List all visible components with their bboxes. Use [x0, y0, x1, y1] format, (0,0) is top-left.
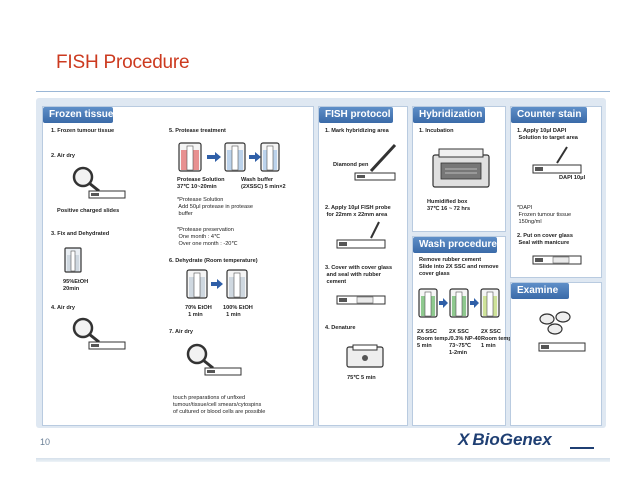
fish-protocol-header: FISH protocol: [319, 107, 393, 123]
etoh-jar-icon: [64, 247, 82, 273]
fish-step-1: 1. Mark hybridizing area: [325, 128, 389, 134]
counter-stain-section: Counter stain 1. Apply 10μl DAPI Solutio…: [510, 106, 602, 278]
positive-slides-label: Positive charged slides: [57, 208, 120, 214]
frozen-step-1: 1. Frozen tumour tissue: [51, 128, 115, 134]
denature-label: 75℃ 5 min: [347, 375, 376, 381]
protease-note: *Protease Solution Add 50μl protease in …: [177, 197, 253, 217]
counter-stain-header: Counter stain: [511, 107, 587, 123]
magnifier-slide-icon-3: [186, 343, 242, 376]
dehydrate-jars-diagram: [186, 269, 248, 299]
frozen-step-5: 5. Protease treatment: [169, 128, 226, 134]
counter-step-2: 2. Put on cover glass Seal with manicure: [517, 233, 573, 246]
dapi-pipette-icon: [532, 146, 582, 174]
procedure-panel: Frozen tissue 1. Frozen tumour tissue 2.…: [36, 98, 606, 428]
page-title: FISH Procedure: [56, 52, 190, 73]
frozen-step-2: 2. Air dry: [51, 153, 76, 159]
apply-probe-icon: [336, 221, 386, 249]
frozen-step-7: 7. Air dry: [169, 329, 194, 335]
logo-text: BioGenex: [472, 430, 552, 449]
frozen-tissue-header: Frozen tissue: [43, 107, 113, 123]
touch-preparation-note: touch preparations of unfixed tumour/tis…: [173, 395, 266, 415]
wash-jar-2-label: 2X SSC /0.3% NP-40 73~75℃ 1-2min: [449, 329, 481, 356]
counter-step-1: 1. Apply 10μl DAPI Solution to target ar…: [517, 128, 578, 141]
wash-buffer-label: Wash buffer (2XSSC) 5 min×2: [241, 177, 286, 190]
wash-procedure-header: Wash procedure: [413, 237, 497, 253]
sealed-slide-icon: [532, 255, 582, 265]
magnifier-slide-icon-2: [72, 317, 126, 350]
wash-jar-1-label: 2X SSC Room temp. 5 min: [417, 329, 450, 349]
fish-step-2: 2. Apply 10μl FISH probe for 22mm x 22mm…: [325, 205, 391, 218]
frozen-step-4: 4. Air dry: [51, 305, 76, 311]
hybridization-section: Hybridization 1. Incubation Humidified b…: [412, 106, 506, 232]
footer-divider: [36, 458, 610, 462]
microscope-objective-icon: [538, 311, 586, 352]
page-number: 10: [40, 437, 51, 447]
frozen-tissue-section: Frozen tissue 1. Frozen tumour tissue 2.…: [42, 106, 314, 426]
logo-mark: X: [458, 430, 470, 449]
frozen-step-3: 3. Fix and Dehydrated: [51, 231, 110, 237]
denature-block-icon: [346, 344, 384, 368]
diamond-pen-label: Diamond pen: [333, 162, 369, 168]
wash-jars-diagram: [418, 288, 500, 318]
etoh-100-label: 100% EtOH 1 min: [223, 305, 253, 318]
examine-header: Examine: [511, 283, 569, 299]
dapi-note: *DAPI Frozen tumour tissue 150ng/ml: [517, 205, 572, 225]
title-divider: [36, 91, 610, 92]
humidified-box-icon: [432, 148, 490, 188]
hyb-step-1: 1. Incubation: [419, 128, 454, 134]
wash-instructions: Remove rubber cement Slide into 2X SSC a…: [419, 257, 499, 277]
wash-procedure-section: Wash procedure Remove rubber cement Slid…: [412, 236, 513, 426]
diamond-pen-icon: [354, 143, 397, 181]
cover-glass-slide-icon: [336, 295, 386, 305]
logo-underline: [570, 447, 594, 449]
frozen-step-6: 6. Dehydrate (Room temperature): [169, 258, 258, 264]
humidified-box-label: Humidified box 37℃ 16 ~ 72 hrs: [427, 199, 471, 212]
protease-solution-label: Protease Solution 37℃ 10~20min: [177, 177, 225, 190]
fish-step-4: 4. Denature: [325, 325, 356, 331]
protease-jars-diagram: [178, 142, 280, 172]
dapi-volume-label: DAPI 10μl: [559, 175, 586, 181]
examine-section: Examine: [510, 282, 602, 426]
etoh-70-label: 70% EtOH 1 min: [185, 305, 212, 318]
etoh-label: 95%EtOH 20min: [63, 279, 89, 292]
hybridization-header: Hybridization: [413, 107, 485, 123]
fish-protocol-section: FISH protocol 1. Mark hybridizing area D…: [318, 106, 408, 426]
fish-step-3: 3. Cover with cover glass and seal with …: [325, 265, 393, 285]
wash-jar-3-label: 2X SSC Room temp. 1 min: [481, 329, 514, 349]
magnifier-slide-icon: [72, 166, 126, 199]
protease-preservation-note: *Protease preservation One month : 4℃ Ov…: [177, 227, 238, 247]
